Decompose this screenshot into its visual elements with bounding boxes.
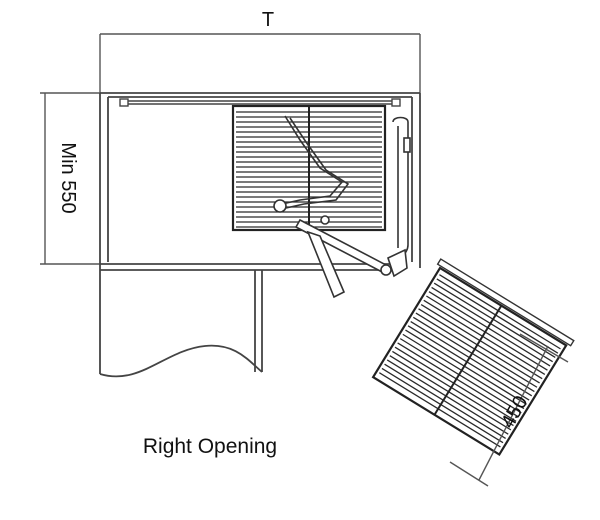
top-rail bbox=[119, 98, 401, 107]
top-dimension-label: T bbox=[262, 9, 274, 31]
left-dimension bbox=[40, 92, 100, 265]
basket-slat bbox=[389, 355, 512, 431]
basket-slat bbox=[384, 363, 506, 439]
basket-slat bbox=[378, 372, 501, 448]
basket-slat bbox=[412, 316, 535, 393]
basket-slat bbox=[426, 295, 548, 371]
basket-slat bbox=[428, 291, 551, 367]
basket-slat bbox=[415, 312, 538, 388]
hinge-post bbox=[387, 116, 411, 278]
basket-slat bbox=[439, 274, 561, 350]
basket-slat bbox=[394, 346, 517, 422]
basket-slat bbox=[407, 325, 530, 401]
basket-slat bbox=[418, 308, 540, 384]
lower-cabinet bbox=[99, 270, 263, 378]
basket-slat bbox=[381, 367, 504, 444]
basket-slat bbox=[431, 286, 553, 363]
basket-slat bbox=[433, 282, 556, 358]
interior-basket bbox=[231, 104, 387, 232]
outer-basket bbox=[371, 258, 575, 456]
basket-slat bbox=[402, 333, 525, 410]
basket-slat bbox=[423, 299, 546, 376]
basket-slat bbox=[399, 338, 522, 414]
basket-slat bbox=[397, 342, 520, 418]
arm-linkage bbox=[273, 115, 350, 225]
basket-slat bbox=[436, 278, 559, 354]
basket-slat bbox=[386, 359, 509, 435]
left-dimension-label: Min 550 bbox=[57, 142, 79, 213]
basket-slat bbox=[410, 321, 533, 397]
pivot-arm bbox=[294, 218, 392, 299]
basket-slat bbox=[405, 329, 527, 405]
cabinet-outline bbox=[99, 92, 421, 374]
basket-slat bbox=[420, 303, 543, 380]
basket-dimension bbox=[449, 333, 569, 487]
diagram-caption: Right Opening bbox=[143, 435, 277, 458]
top-dimension bbox=[99, 33, 421, 93]
basket-slat bbox=[392, 350, 514, 427]
